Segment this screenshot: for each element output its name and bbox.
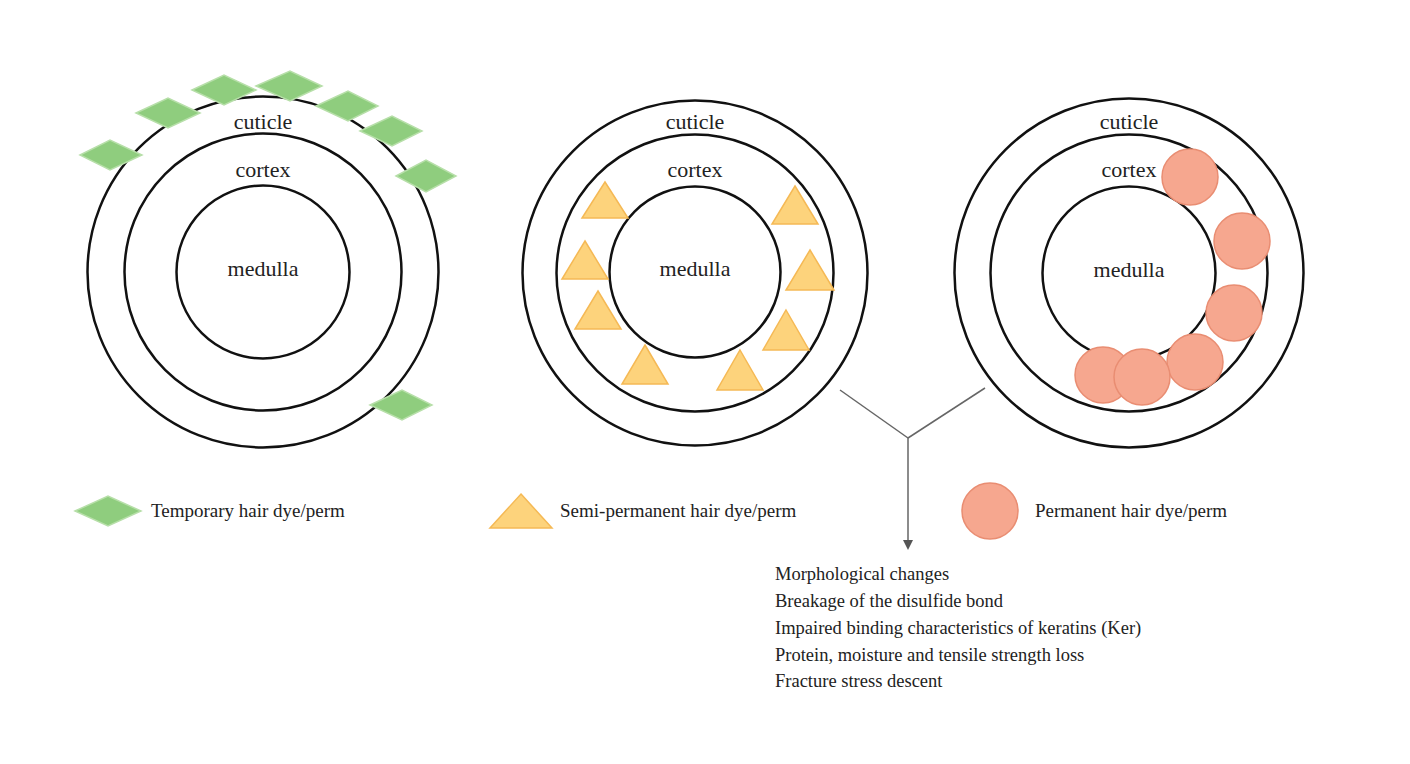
temporary-dye-diamonds [80,71,456,420]
layer-name: medulla [175,256,351,282]
effect-text: Fracture stress descent [775,670,942,692]
hair-layer-circle: cuticle cortex medulla [953,97,1305,449]
hair-layer-circle: medulla [608,185,782,359]
hair-layer-circle: cortex medulla [123,132,403,412]
legend-swatches [75,483,1018,539]
effect-text: Breakage of the disulfide bond [775,590,1003,612]
effect-text: Morphological changes [775,563,949,585]
layer-name: medulla [1041,257,1217,283]
permanent-dye-circles [1075,149,1270,405]
hair-layer-circle: cortex medulla [555,133,835,413]
hair-layer-circle: medulla [175,184,351,360]
layer-name: cuticle [521,109,869,135]
legend-text: Semi-permanent hair dye/perm [560,499,796,523]
effect-text: Impaired binding characteristics of kera… [775,617,1141,639]
legend-text: Temporary hair dye/perm [151,499,345,523]
hair-layer-circle: cortex medulla [989,133,1269,413]
semi-permanent-dye-triangles [562,182,834,390]
legend-circle [962,483,1018,539]
legend-diamond [75,496,141,526]
hair-layer-circle: cuticle cortex medulla [521,99,869,447]
layer-name: cortex [555,157,835,183]
legend-text: Permanent hair dye/perm [1035,499,1227,523]
layer-name: cuticle [86,109,440,135]
hair-layer-circle: medulla [1041,185,1217,361]
layer-name: cuticle [953,109,1305,135]
legend-triangle [490,494,552,528]
layer-name: medulla [608,256,782,282]
layer-name: cortex [989,157,1269,183]
effect-text: Protein, moisture and tensile strength l… [775,644,1084,666]
merge-arrow [840,388,985,545]
hair-layer-circle: cuticle cortex medulla [86,95,440,449]
layer-name: cortex [123,157,403,183]
